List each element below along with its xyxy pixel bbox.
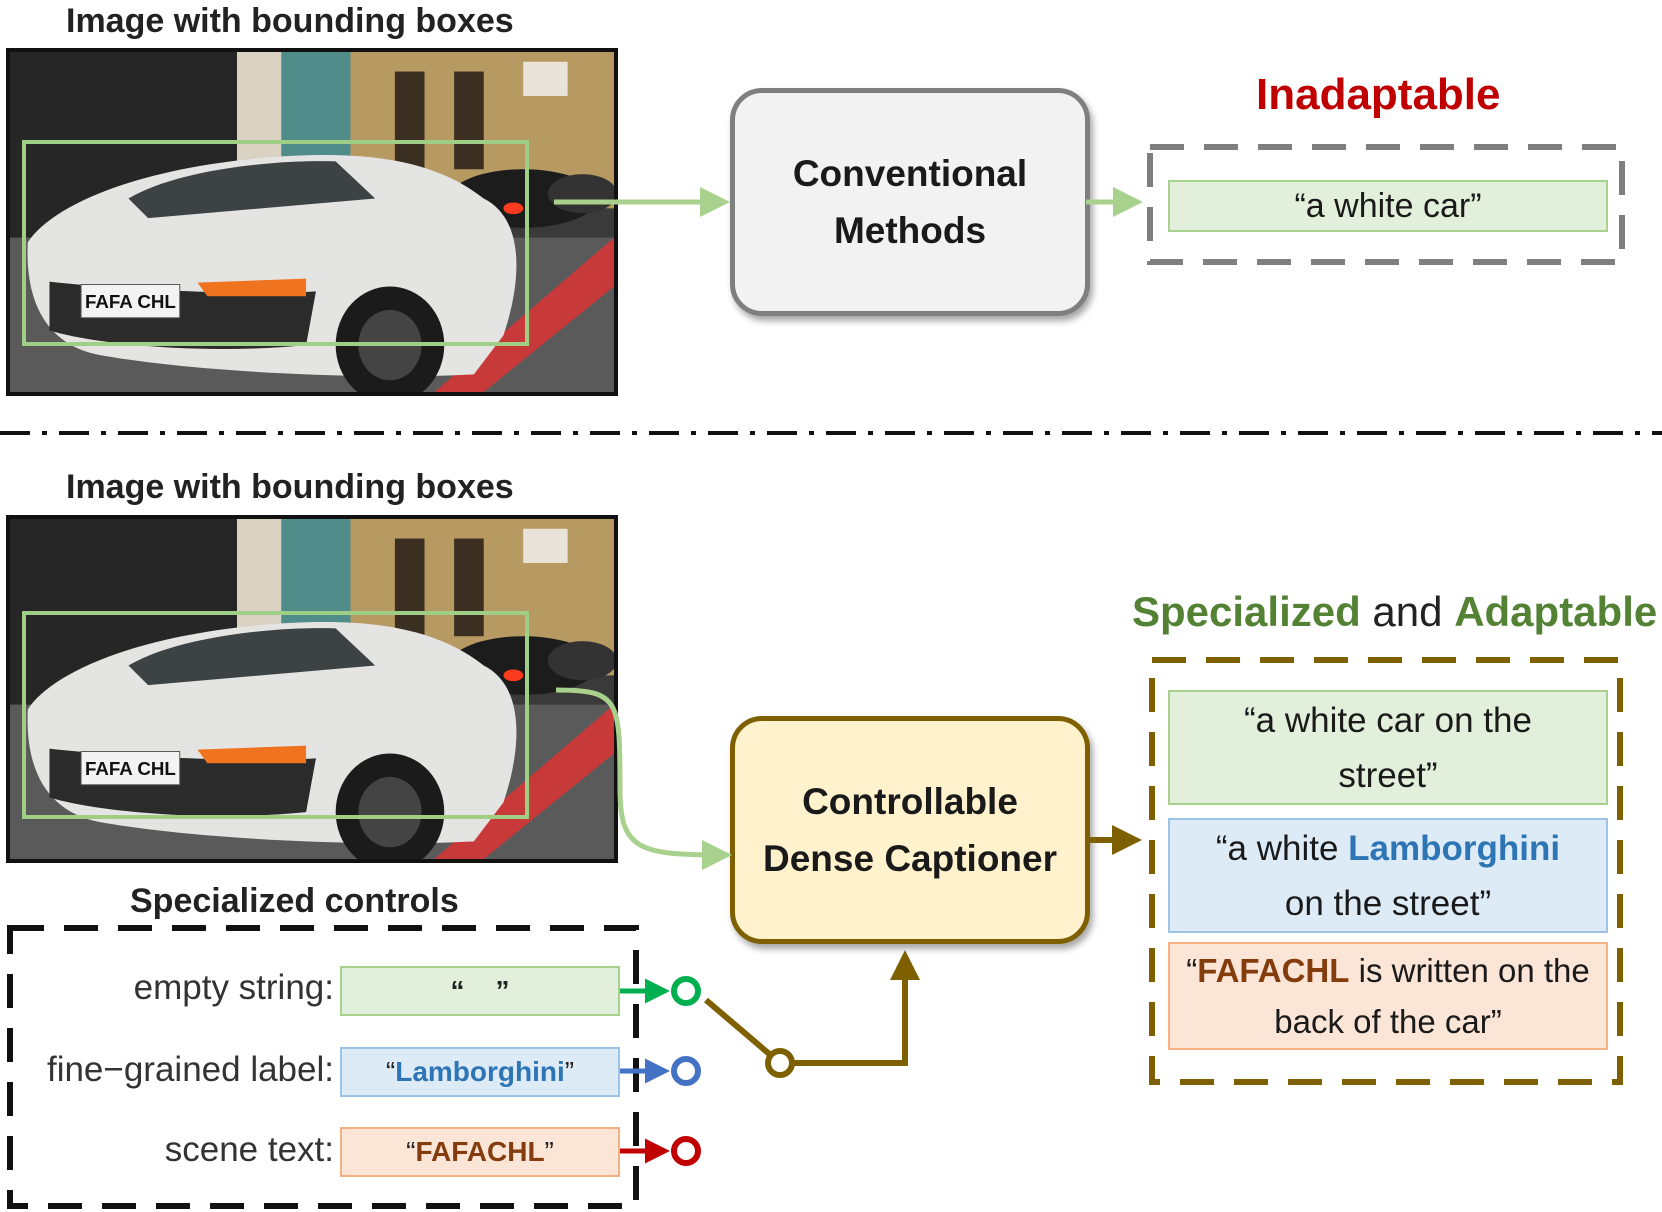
caption-3-post: is written on the [1349,952,1590,989]
control-scene-text[interactable]: “FAFACHL” [340,1127,620,1177]
caption-2-pre: “a white [1215,828,1349,868]
caption-1-line1: “a white car on the [1244,700,1532,740]
caption-box-2: “a white Lamborghini on the street” [1168,818,1608,933]
caption-3-pre: “ [1186,952,1198,989]
control-empty-value: “ ” [450,975,510,1006]
control-st-close: ” [544,1136,554,1167]
caption-3-line1: “FAFACHL is written on the [1186,945,1589,996]
control-fg-value: Lamborghini [395,1056,565,1087]
conventional-methods-box: Conventional Methods [730,88,1090,316]
caption-2-highlight: Lamborghini [1348,828,1561,868]
top-bounding-box [22,140,529,346]
license-plate-2: FAFA CHL [85,758,176,779]
license-plate: FAFA CHL [85,291,176,312]
control-st-open: “ [406,1136,416,1167]
control-fg-close: ” [564,1056,575,1087]
control-label-empty: empty string: [133,968,334,1007]
conventional-line2: Methods [833,210,987,251]
controllable-dense-captioner-box: Controllable Dense Captioner [730,716,1090,944]
control-label-scene-text: scene text: [164,1130,334,1169]
caption-2-line2: on the street” [1284,883,1492,923]
switch-lever [704,997,776,1061]
caption-box-1: “a white car on the street” [1168,690,1608,805]
control-fine-grained-label[interactable]: “Lamborghini” [340,1047,620,1097]
control-label-fine-grained: fine−grained label: [46,1050,334,1089]
inadaptable-title: Inadaptable [1256,70,1501,119]
top-image-title: Image with bounding boxes [66,2,514,40]
car-photo-illustration-2: FAFA CHL [10,519,614,859]
title-and: and [1360,588,1455,635]
top-caption-text: “a white car” [1294,186,1482,225]
captioner-line2: Dense Captioner [762,838,1057,879]
caption-3-line2: back of the car” [1274,1003,1502,1040]
conventional-line1: Conventional [792,153,1028,194]
title-specialized: Specialized [1132,588,1361,635]
switch-to-captioner-arrow [792,950,920,1066]
car-photo-illustration: FAFA CHL [10,52,614,392]
switch-terminal-scene-text [671,1136,701,1166]
caption-1-line2: street” [1338,755,1438,795]
specialized-adaptable-title: Specialized and Adaptable [1132,588,1657,636]
top-car-photo: FAFA CHL [6,48,618,396]
specialized-controls-title: Specialized controls [130,882,459,920]
caption-box-3: “FAFACHL is written on the back of the c… [1168,942,1608,1050]
title-adaptable: Adaptable [1454,588,1658,635]
caption-3-highlight: FAFACHL [1197,952,1350,989]
switch-terminal-empty [671,976,701,1006]
control-fg-open: “ [385,1056,396,1087]
control-empty-string[interactable]: “ ” [340,966,620,1016]
switch-terminal-fine-grained [671,1056,701,1086]
caption-2-line1: “a white Lamborghini [1216,821,1560,876]
bottom-image-title: Image with bounding boxes [66,468,514,506]
control-st-value: FAFACHL [415,1136,545,1167]
bottom-car-photo: FAFA CHL [6,515,618,863]
bottom-bounding-box [22,611,529,819]
switch-pivot [765,1048,795,1078]
captioner-line1: Controllable [802,781,1018,822]
top-caption-box: “a white car” [1168,180,1608,232]
